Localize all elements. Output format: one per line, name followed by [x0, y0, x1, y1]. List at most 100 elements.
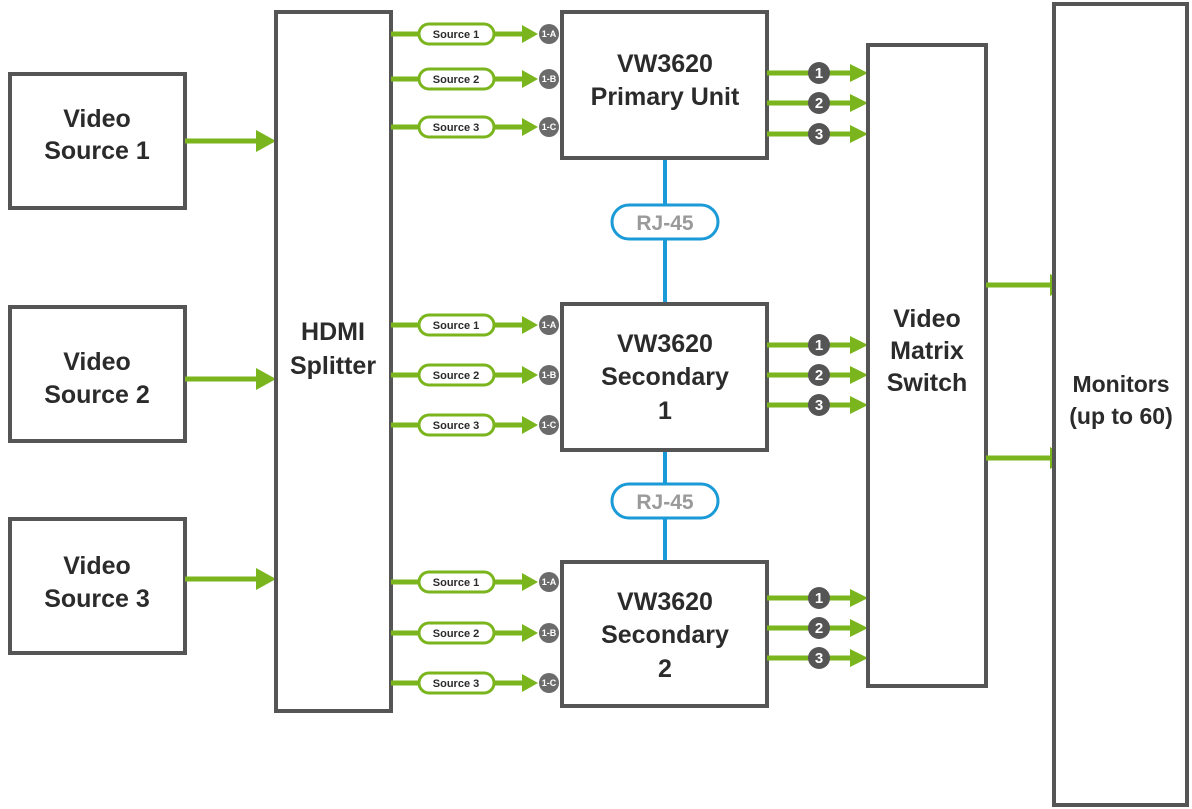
unit-3-output-2: 2	[767, 617, 868, 639]
output-number-label: 2	[815, 367, 823, 384]
source-pill-label: Source 1	[433, 320, 479, 332]
source-to-splitter-arrow-2	[185, 368, 276, 390]
vw3620-secondary-1-box: VW3620 Secondary 1	[560, 302, 769, 452]
output-number-label: 3	[815, 650, 823, 667]
output-arrow-head	[850, 336, 868, 354]
source-pill-label: Source 3	[433, 122, 479, 134]
output-arrow-head	[850, 396, 868, 414]
primary-unit-line2: Primary Unit	[591, 83, 740, 111]
output-number-circle	[808, 92, 830, 114]
hdmi-splitter-box: HDMI Splitter	[274, 10, 393, 713]
output-number-circle	[808, 123, 830, 145]
video-source-2-box: Video Source 2	[8, 305, 187, 443]
output-arrow-head	[850, 64, 868, 82]
source-pill	[417, 115, 496, 139]
port-label: 1-C	[542, 678, 557, 688]
input-arrow-head	[522, 416, 538, 434]
unit-3-output-3: 3	[767, 647, 868, 669]
source-pill	[417, 671, 496, 695]
input-arrow-head	[522, 366, 538, 384]
port-label: 1-B	[542, 370, 557, 380]
secondary-1-line3: 1	[658, 397, 672, 425]
input-arrow-head	[522, 316, 538, 334]
secondary-1-line2: Secondary	[601, 363, 729, 391]
vw3620-secondary-2-box: VW3620 Secondary 2	[560, 560, 769, 708]
source-pill-label: Source 2	[433, 74, 479, 86]
rj45-link-1: RJ-45	[610, 158, 720, 306]
port-label: 1-B	[542, 74, 557, 84]
output-number-circle	[808, 587, 830, 609]
output-number-label: 1	[815, 65, 823, 82]
output-number-label: 1	[815, 590, 823, 607]
output-arrow-head	[850, 649, 868, 667]
source-pill-label: Source 2	[433, 370, 479, 382]
matrix-line1: Video	[893, 305, 961, 333]
port-circle	[539, 24, 559, 44]
port-circle	[539, 365, 559, 385]
output-number-label: 2	[815, 620, 823, 637]
source-to-splitter-arrow-3	[185, 568, 276, 590]
secondary-2-line1: VW3620	[617, 588, 713, 616]
output-number-label: 1	[815, 337, 823, 354]
unit-2-input-1: Source 1 1-A	[391, 313, 559, 337]
secondary-2-line3: 2	[658, 655, 672, 683]
monitors-line2: (up to 60)	[1069, 403, 1173, 429]
source-pill	[417, 22, 496, 46]
monitors-box: Monitors (up to 60)	[1052, 2, 1189, 807]
output-arrow-head	[850, 366, 868, 384]
output-arrow-head	[850, 619, 868, 637]
video-source-1-box: Video Source 1	[8, 72, 187, 210]
rj45-label-1: RJ-45	[636, 212, 694, 235]
output-number-circle	[808, 364, 830, 386]
source-pill	[417, 313, 496, 337]
matrix-line2: Matrix	[890, 337, 964, 365]
input-arrow-head	[522, 70, 538, 88]
port-circle	[539, 315, 559, 335]
primary-unit-line1: VW3620	[617, 50, 713, 78]
output-number-label: 2	[815, 95, 823, 112]
input-arrow-head	[522, 25, 538, 43]
source-pill	[417, 621, 496, 645]
output-number-circle	[808, 647, 830, 669]
unit-1-input-3: Source 3 1-C	[391, 115, 559, 139]
port-label: 1-A	[542, 320, 557, 330]
hdmi-splitter-line1: HDMI	[301, 318, 365, 346]
vw3620-primary-unit-box: VW3620 Primary Unit	[560, 10, 769, 160]
output-number-label: 3	[815, 397, 823, 414]
source-pill-label: Source 3	[433, 678, 479, 690]
output-number-circle	[808, 62, 830, 84]
unit-3-input-3: Source 3 1-C	[391, 671, 559, 695]
unit-1-output-1: 1	[767, 62, 868, 84]
port-circle	[539, 572, 559, 592]
input-arrow-head	[522, 573, 538, 591]
port-label: 1-C	[542, 122, 557, 132]
source-pill	[417, 363, 496, 387]
input-arrow-head	[522, 674, 538, 692]
output-number-circle	[808, 617, 830, 639]
port-circle	[539, 415, 559, 435]
output-number-label: 3	[815, 126, 823, 143]
output-arrow-head	[850, 94, 868, 112]
input-arrow-head	[522, 624, 538, 642]
secondary-1-line1: VW3620	[617, 330, 713, 358]
source-pill	[417, 570, 496, 594]
video-source-1-line1: Video	[63, 105, 131, 133]
unit-2-input-3: Source 3 1-C	[391, 413, 559, 437]
output-arrow-head	[850, 589, 868, 607]
unit-2-output-1: 1	[767, 334, 868, 356]
rj45-link-2: RJ-45	[610, 450, 720, 562]
port-label: 1-A	[542, 29, 557, 39]
port-label: 1-B	[542, 628, 557, 638]
port-circle	[539, 69, 559, 89]
source-to-splitter-arrow-1	[185, 130, 276, 152]
video-source-3-line2: Source 3	[44, 585, 150, 613]
video-source-3-line1: Video	[63, 552, 131, 580]
source-pill-label: Source 3	[433, 420, 479, 432]
source-pill	[417, 413, 496, 437]
rj45-label-2: RJ-45	[636, 491, 694, 514]
port-label: 1-C	[542, 420, 557, 430]
port-circle	[539, 673, 559, 693]
